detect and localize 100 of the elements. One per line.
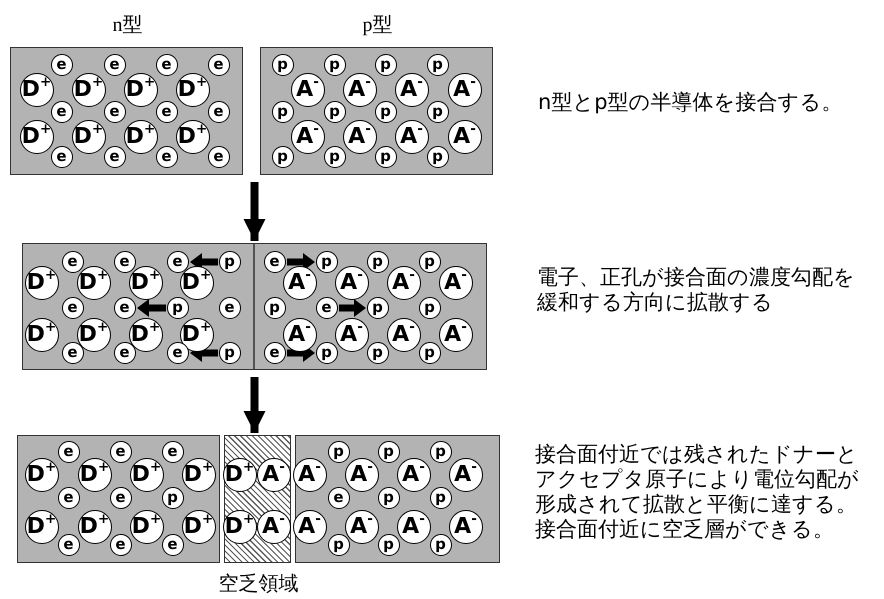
charge-circle: p [218,250,240,272]
charge-circle: e [162,440,184,462]
charge-circle: A$^{-}$ [396,458,430,492]
charge-circle: D$^{+}$ [182,510,216,544]
charge-circle: p [378,486,400,508]
charge-circle: p [426,146,448,168]
charge-circle: D$^{+}$ [182,458,216,492]
charge-circle: p [374,54,396,76]
charge-circle: A$^{-}$ [334,318,368,352]
charge-circle: D$^{+}$ [78,458,112,492]
charge-circle: e [162,534,184,556]
charge-circle: D$^{+}$ [72,120,106,154]
charge-circle: e [114,250,136,272]
charge-circle: A$^{-}$ [256,458,290,492]
charge-circle: e [110,440,132,462]
charge-circle: D$^{+}$ [24,318,58,352]
charge-circle: A$^{-}$ [282,318,316,352]
charge-circle: e [58,440,80,462]
charge-circle: p [316,342,338,364]
charge-circle: D$^{+}$ [76,318,110,352]
charge-circle: A$^{-}$ [334,266,368,300]
charge-circle: e [110,534,132,556]
charge-circle: e [218,296,240,318]
charge-circle: p [378,440,400,462]
charge-circle: p [426,54,448,76]
semiconductor-box [22,243,487,370]
charge-circle: p [272,54,294,76]
charge-circle: p [264,296,286,318]
step-description: n型とp型の半導体を接合する。 [538,90,844,115]
charge-circle: A$^{-}$ [342,72,376,106]
charge-circle: e [62,342,84,364]
charge-circle: e [114,296,136,318]
charge-circle: p [430,534,452,556]
charge-circle: D$^{+}$ [130,510,164,544]
charge-circle: p [430,440,452,462]
charge-circle: D$^{+}$ [124,120,158,154]
arrow [137,299,166,317]
charge-circle: p [366,250,388,272]
charge-circle: D$^{+}$ [180,266,214,300]
charge-circle: A$^{-}$ [386,318,420,352]
charge-circle: D$^{+}$ [130,458,164,492]
semiconductor-box [295,435,500,563]
charge-circle: p [162,486,184,508]
charge-circle: D$^{+}$ [222,458,256,492]
step-description: 接合面付近では残されたドナーとアクセプタ原子により電位勾配が形成されて拡散と平衡に達する。接合面付近に空乏層ができる。 [535,442,860,542]
charge-circle: e [328,486,350,508]
charge-circle: D$^{+}$ [124,72,158,106]
charge-circle: e [156,100,178,122]
arrow [244,182,266,241]
charge-circle: p [328,534,350,556]
charge-circle: A$^{-}$ [256,510,290,544]
semiconductor-box [17,435,220,563]
charge-circle: e [264,250,286,272]
charge-circle: D$^{+}$ [176,120,210,154]
charge-circle: p [166,296,188,318]
charge-circle: e [104,146,126,168]
arrow [244,377,266,433]
charge-circle: A$^{-}$ [342,120,376,154]
charge-circle: A$^{-}$ [448,72,482,106]
charge-circle: e [208,146,230,168]
charge-circle: D$^{+}$ [72,72,106,106]
charge-circle: p [378,534,400,556]
charge-circle: D$^{+}$ [128,266,162,300]
type-heading: p型 [362,13,392,38]
charge-circle: e [58,534,80,556]
charge-circle: e [58,486,80,508]
charge-circle: p [272,146,294,168]
charge-circle: A$^{-}$ [290,120,324,154]
charge-circle: A$^{-}$ [394,120,428,154]
charge-circle: e [110,486,132,508]
charge-circle: D$^{+}$ [222,510,256,544]
charge-circle: p [328,440,350,462]
charge-circle: D$^{+}$ [20,72,54,106]
charge-circle: p [316,250,338,272]
charge-circle: p [430,486,452,508]
charge-circle: e [166,342,188,364]
charge-circle: D$^{+}$ [24,266,58,300]
charge-circle: A$^{-}$ [282,266,316,300]
step-description: 電子、正孔が接合面の濃度勾配を緩和する方向に拡散する [537,265,856,315]
charge-circle: D$^{+}$ [24,510,58,544]
charge-circle: A$^{-}$ [344,510,378,544]
charge-circle: e [114,342,136,364]
charge-circle: e [208,54,230,76]
charge-circle: D$^{+}$ [78,510,112,544]
charge-circle: e [156,146,178,168]
charge-circle: A$^{-}$ [438,266,472,300]
charge-circle: p [324,54,346,76]
charge-circle: e [62,296,84,318]
charge-circle: p [418,250,440,272]
charge-circle: A$^{-}$ [448,510,482,544]
charge-circle: D$^{+}$ [128,318,162,352]
charge-circle: A$^{-}$ [448,458,482,492]
charge-circle: p [272,100,294,122]
charge-circle: p [426,100,448,122]
charge-circle: e [50,54,72,76]
charge-circle: e [104,54,126,76]
charge-circle: e [156,54,178,76]
charge-circle: p [374,146,396,168]
charge-circle: A$^{-}$ [290,72,324,106]
charge-circle: A$^{-}$ [394,72,428,106]
